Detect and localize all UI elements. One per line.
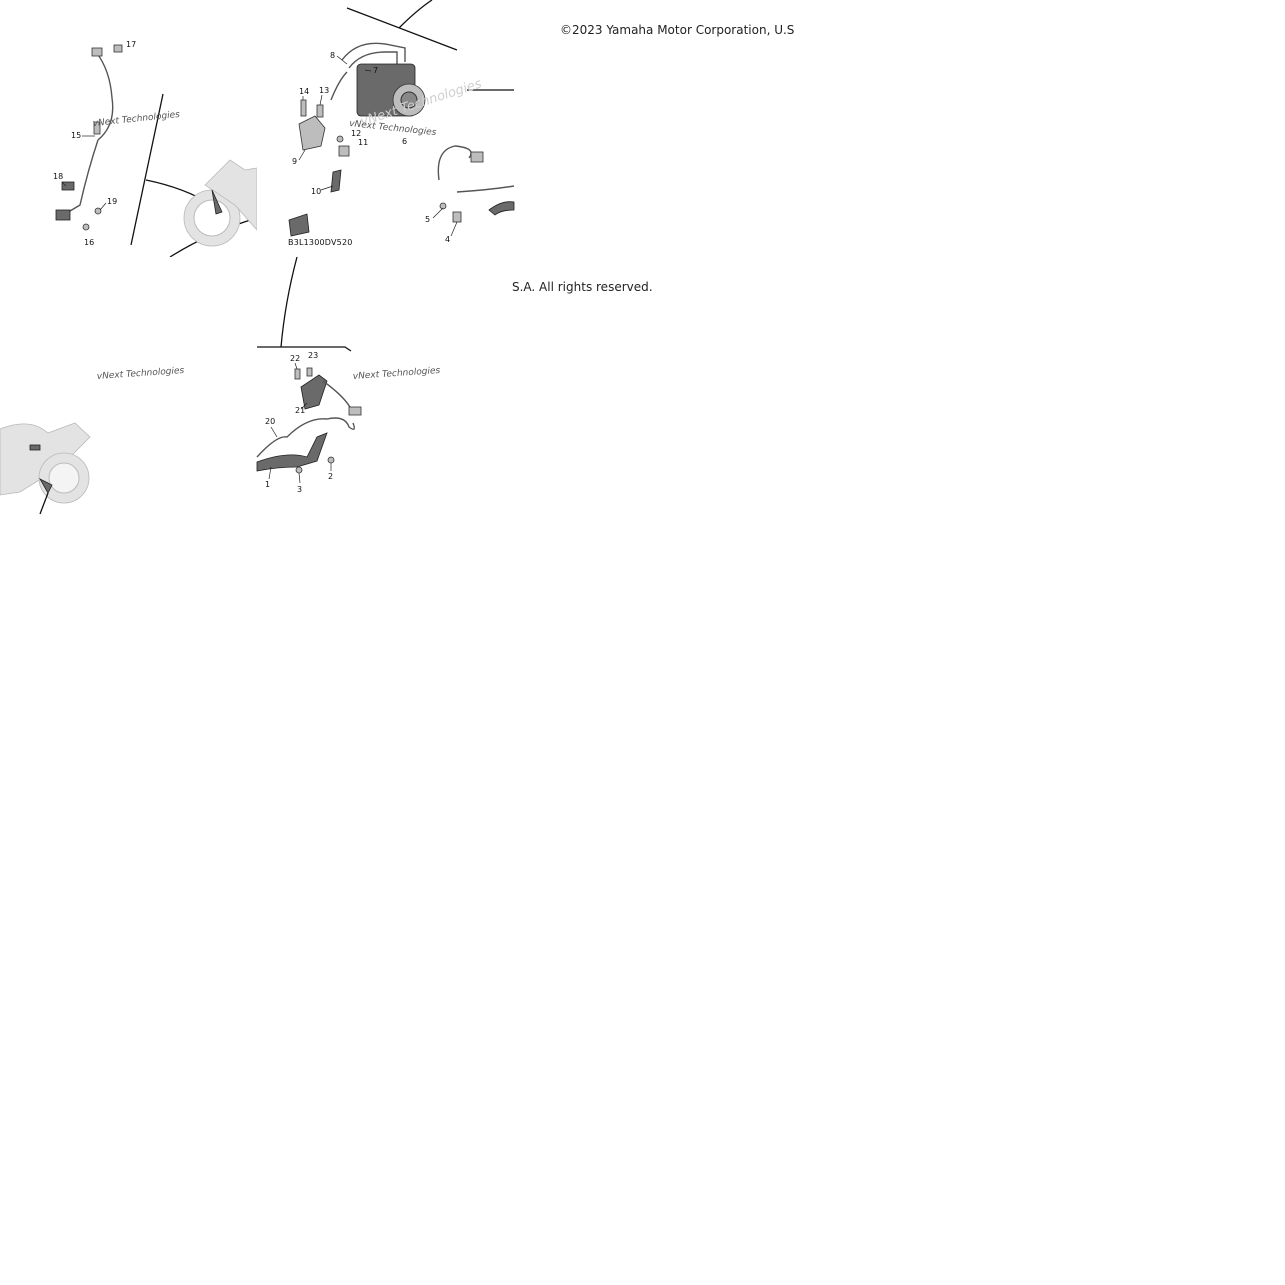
- rear-ghost-diagram: vNext Technologies: [0, 366, 185, 515]
- bolt-3: [295, 466, 303, 474]
- callout-3: 3: [297, 485, 302, 494]
- bolt-16: [82, 223, 90, 231]
- lead-wire: [456, 185, 515, 193]
- motorcycle-ghost: [0, 422, 91, 504]
- tile-abs-unit: vNext Technologies vNext Technologies 8 …: [257, 0, 515, 257]
- callout-11: 11: [358, 138, 368, 147]
- tile-rear-ghost: vNext Technologies: [0, 257, 257, 515]
- copyright-line-1: ©2023 Yamaha Motor Corporation, U.S: [560, 23, 795, 37]
- callout-22: 22: [290, 354, 300, 363]
- callout-8: 8: [330, 51, 335, 60]
- callout-14: 14: [299, 87, 309, 96]
- washer-12: [336, 135, 344, 143]
- sensor-lead: [64, 51, 114, 215]
- bolt-14: [300, 99, 307, 117]
- callout-15: 15: [71, 131, 81, 140]
- connector-17: [91, 47, 103, 57]
- brake-pipe-8: [341, 42, 406, 62]
- rotor-edge: [488, 201, 515, 216]
- bracket-18: [61, 181, 75, 191]
- brake-pipe-13: [330, 71, 348, 101]
- rear-sensor-diagram: vNext Technologies 22 23 21 20 2 1 3: [256, 256, 441, 494]
- diagram-code: B3L1300DV520: [288, 238, 353, 247]
- sensor-1: [256, 432, 328, 472]
- callout-19: 19: [107, 197, 117, 206]
- callout-4: 4: [445, 235, 450, 244]
- bracket-9: [298, 115, 326, 151]
- bolt-22: [294, 368, 301, 380]
- frame-line: [130, 93, 164, 246]
- front-sensor-diagram: vNext Technologies 17 15 18 19 16: [53, 40, 258, 258]
- motorcycle-ghost: [183, 159, 258, 247]
- callout-1: 1: [265, 480, 270, 489]
- clamp-17: [113, 44, 123, 53]
- callout-21: 21: [295, 406, 305, 415]
- frame-line: [398, 0, 433, 29]
- sensor-16: [55, 209, 71, 221]
- connector: [470, 151, 484, 163]
- callout-10: 10: [311, 187, 321, 196]
- bracket-21: [300, 374, 328, 410]
- callout-13: 13: [319, 86, 329, 95]
- grommet-15: [93, 121, 101, 135]
- bolt-23: [306, 367, 313, 377]
- watermark-text: vNext Technologies: [97, 366, 185, 382]
- callout-5: 5: [425, 215, 430, 224]
- callout-9: 9: [292, 157, 297, 166]
- brake-pipe-7: [348, 51, 398, 69]
- callout-7: 7: [373, 66, 378, 75]
- bolt-19: [94, 207, 102, 215]
- callout-17: 17: [126, 40, 136, 49]
- callout-6: 6: [402, 137, 407, 146]
- callout-23: 23: [308, 351, 318, 360]
- abs-unit-diagram: vNext Technologies vNext Technologies 8 …: [288, 0, 515, 247]
- tile-front-sensor: vNext Technologies 17 15 18 19 16: [0, 0, 258, 258]
- bolt-5: [439, 202, 447, 210]
- tile-rear-sensor: vNext Technologies 22 23 21 20 2 1 3: [256, 256, 514, 514]
- lead-upper: [322, 380, 352, 410]
- callout-12: 12: [351, 129, 361, 138]
- collar-11: [338, 145, 350, 157]
- hydraulic-unit-6: [356, 63, 426, 117]
- frame-line: [257, 346, 352, 352]
- lead-4: [437, 145, 472, 181]
- bolt-13: [316, 104, 324, 118]
- connector: [348, 406, 362, 416]
- bolt-2: [327, 456, 335, 464]
- frame-line: [346, 7, 458, 51]
- bracket-4: [452, 211, 462, 223]
- damper-10: [330, 169, 342, 193]
- copyright-line-2: S.A. All rights reserved.: [512, 280, 653, 294]
- callout-18: 18: [53, 172, 63, 181]
- frame-line: [280, 256, 298, 348]
- watermark-text: vNext Technologies: [349, 119, 437, 138]
- callout-16: 16: [84, 238, 94, 247]
- sensor-lead-20: [256, 417, 356, 458]
- label-part: [288, 213, 310, 237]
- callout-2: 2: [328, 472, 333, 481]
- callout-20: 20: [265, 417, 275, 426]
- watermark-text: vNext Technologies: [92, 110, 180, 129]
- watermark-text: vNext Technologies: [353, 366, 441, 382]
- frame-line: [39, 492, 49, 515]
